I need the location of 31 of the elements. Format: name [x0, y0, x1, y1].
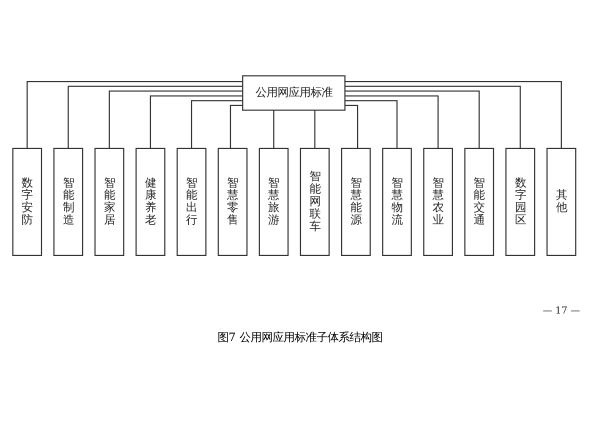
connector	[26, 80, 242, 148]
node-box: 智能网联车	[300, 148, 330, 256]
connector	[345, 86, 521, 148]
node-box: 智慧零售	[218, 148, 248, 256]
node-box: 数字园区	[505, 148, 536, 256]
caption: 图7 公用网应用标准子体系结构图	[218, 330, 382, 344]
node-box: 其他	[546, 148, 576, 256]
node-box: 智慧能源	[341, 148, 371, 256]
node-box: 智能交通	[464, 148, 494, 256]
node-box: 智慧农业	[423, 148, 453, 256]
node-box: 智慧物流	[382, 148, 412, 256]
connector	[190, 100, 243, 148]
connector	[345, 95, 439, 148]
node-box: 数字安防	[12, 148, 42, 256]
connector	[273, 110, 274, 148]
node-box: 公用网应用标准	[242, 75, 346, 111]
node-box: 健康养老	[136, 148, 166, 256]
node-box: 智能出行	[176, 148, 206, 256]
connector	[68, 86, 243, 148]
connector	[150, 95, 242, 148]
connector	[344, 104, 358, 148]
connector	[344, 90, 480, 148]
node-box: 智能家居	[94, 148, 124, 256]
connector	[345, 100, 398, 148]
node-box: 智能制造	[53, 148, 84, 256]
label: — 17 —	[542, 305, 580, 316]
connector	[345, 80, 562, 148]
connector	[314, 110, 316, 148]
connector	[230, 104, 242, 148]
connector	[108, 90, 243, 148]
node-box: 智慧旅游	[258, 148, 289, 256]
